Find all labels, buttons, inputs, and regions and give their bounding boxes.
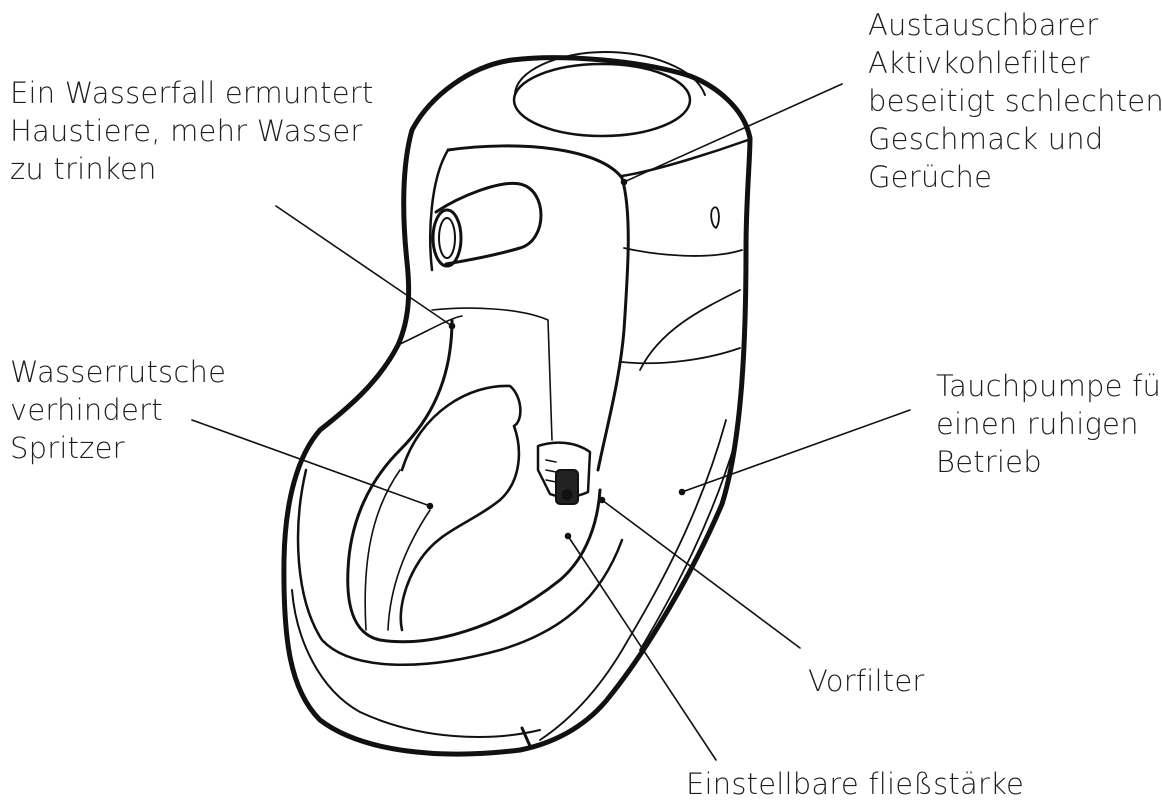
callout-filter-line-1: Austauschbarer (868, 8, 1099, 42)
callout-slide-line-1: Wasserrutsche (10, 355, 227, 389)
callout-flow-control: Einstellbare fließstärke (686, 765, 1024, 803)
leader-prefilter (601, 499, 801, 649)
pump-block (555, 469, 579, 505)
leader-lines (191, 83, 911, 761)
base-seam (291, 589, 541, 738)
tower-front-edge (446, 144, 630, 472)
leader-waterfall-dot (448, 322, 456, 330)
callout-filter-line-3: beseitigt schlechten (868, 84, 1162, 118)
leader-pump (681, 409, 911, 493)
callout-filter-line-5: Gerüche (868, 160, 993, 194)
callout-pump-line-2: einen ruhigen (936, 407, 1139, 441)
side-panel-line-2 (621, 347, 741, 365)
callout-slide-line-3: Spritzer (10, 431, 125, 465)
callout-slide-line-2: verhindert (10, 393, 163, 427)
leader-slide (191, 419, 431, 507)
spout-opening-outer (431, 208, 463, 268)
leader-pump-dot (678, 488, 686, 496)
channel-line-1 (431, 307, 553, 441)
slide-groove-1 (387, 509, 431, 631)
channel-line-2 (397, 315, 463, 346)
lid-rim (514, 51, 706, 96)
pump-detail (545, 459, 557, 483)
side-vent (710, 206, 720, 229)
tower-back-edge (429, 148, 450, 272)
leader-flow-dot (564, 532, 572, 540)
callout-waterfall: Ein Wasserfall ermuntert Haustiere, mehr… (10, 74, 373, 188)
prefilter-housing (536, 441, 592, 498)
tower-side-edge (620, 138, 750, 178)
leader-filter (623, 83, 843, 183)
flow-knob (561, 489, 573, 501)
leader-prefilter-dot (598, 496, 606, 504)
callout-flow-line-1: Einstellbare fließstärke (686, 767, 1025, 801)
callout-pump-line-3: Betrieb (936, 445, 1042, 479)
bowl-inner-rim (346, 318, 602, 644)
callout-waterfall-line-2: Haustiere, mehr Wasser (10, 114, 363, 148)
callout-waterfall-line-3: zu trinken (10, 152, 157, 186)
bottom-notch (520, 726, 532, 748)
leader-flow (567, 535, 717, 761)
leader-slide-dot (426, 502, 434, 510)
side-panel-line-3 (639, 289, 741, 371)
callout-filter-line-4: Geschmack und (868, 122, 1104, 156)
callout-carbon-filter: Austauschbarer Aktivkohlefilter beseitig… (868, 6, 1162, 196)
slide-groove-2 (364, 469, 401, 631)
callout-water-slide: Wasserrutsche verhindert Spritzer (10, 353, 226, 467)
bowl-outer-rim (296, 468, 624, 666)
fountain-outer-outline (281, 55, 753, 757)
callout-submersible-pump: Tauchpumpe für einen ruhigen Betrieb (936, 367, 1162, 481)
side-panel-base-1 (539, 419, 727, 741)
callout-waterfall-line-1: Ein Wasserfall ermuntert (10, 76, 374, 110)
filter-lid (512, 62, 692, 138)
water-slide (399, 384, 522, 632)
callout-prefilter-line-1: Vorfilter (808, 664, 925, 698)
callout-pump-line-1: Tauchpumpe für (936, 369, 1162, 403)
callout-prefilter: Vorfilter (808, 662, 925, 700)
leader-filter-dot (620, 178, 628, 186)
side-panel-base-2 (639, 439, 737, 651)
callout-filter-line-2: Aktivkohlefilter (868, 46, 1090, 80)
leader-waterfall (275, 205, 453, 327)
spout-body (434, 181, 543, 266)
spout-opening-inner (438, 217, 456, 259)
side-panel-line-1 (623, 247, 743, 257)
